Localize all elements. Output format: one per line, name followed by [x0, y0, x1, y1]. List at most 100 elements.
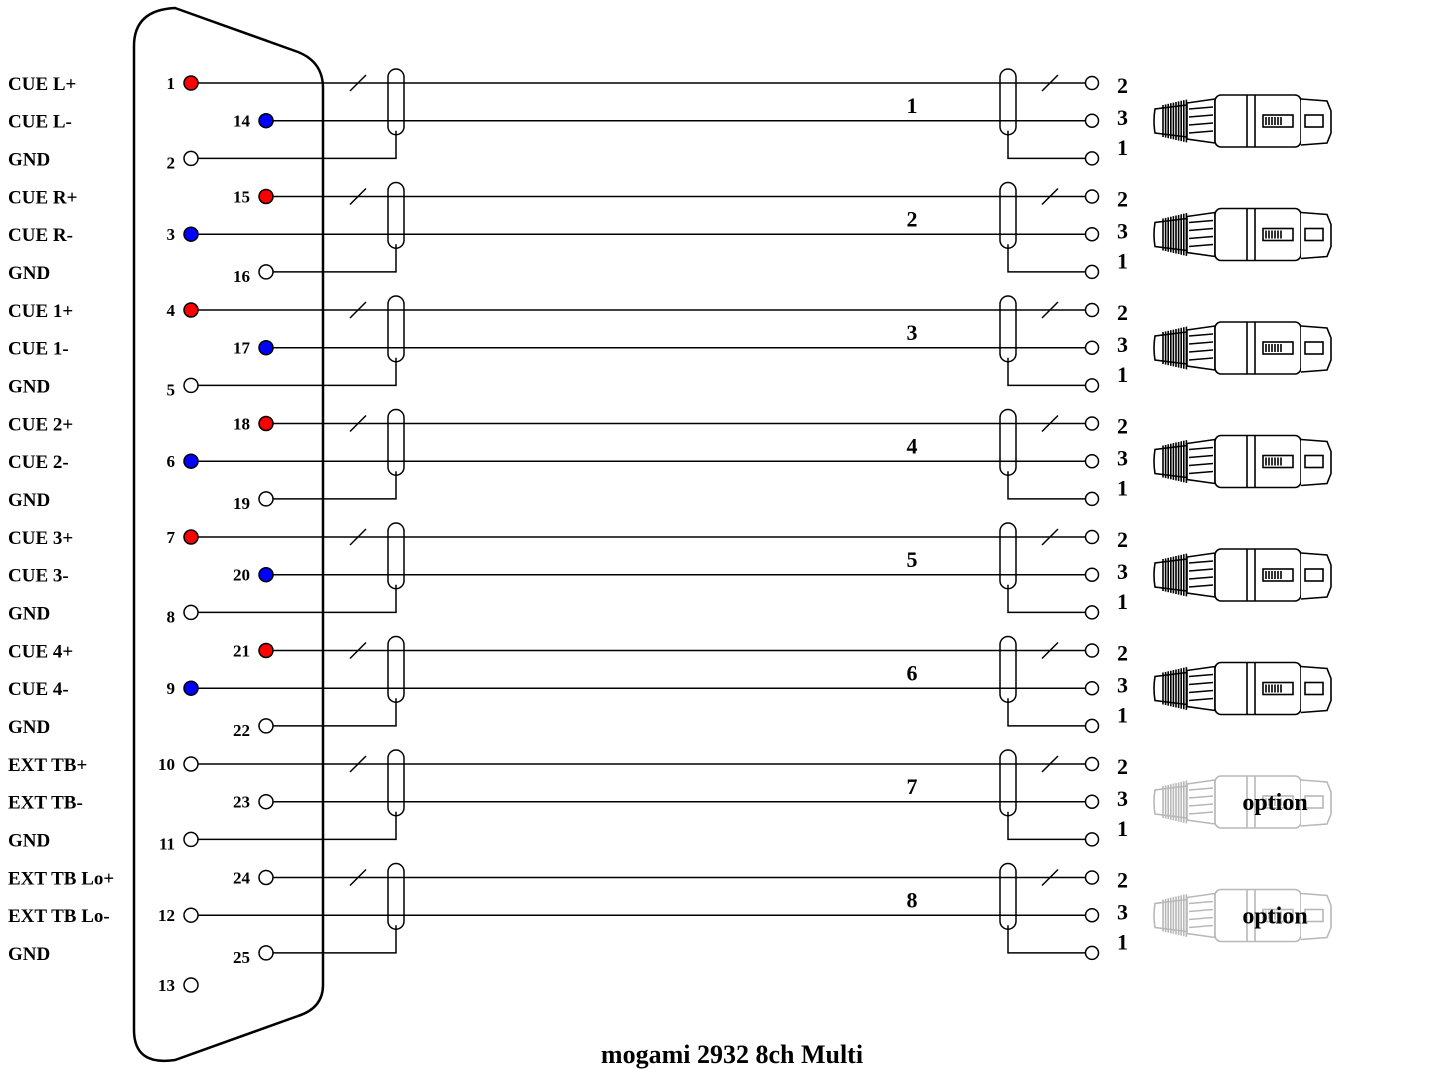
xlr-female-icon — [1153, 661, 1332, 716]
xlr-pin-number: 1 — [1117, 703, 1128, 728]
signal-label: GND — [8, 944, 50, 965]
grip-body — [1186, 211, 1216, 258]
grip-body — [1186, 98, 1216, 144]
signal-label: CUE 3- — [8, 566, 69, 587]
db25-pin-20 — [258, 566, 274, 583]
signal-label: EXT TB+ — [8, 755, 87, 776]
drain-wire — [1007, 925, 1085, 954]
db25-pin-24 — [258, 869, 274, 886]
grip-line — [1188, 130, 1214, 134]
drain-wire — [273, 925, 397, 954]
signal-label: CUE 3+ — [8, 528, 73, 549]
cable-jacket-right — [999, 68, 1017, 136]
xlr-female-icon — [1153, 434, 1332, 489]
polarity-slash — [1041, 641, 1059, 660]
channel-number: 5 — [907, 547, 918, 572]
cable-jacket-right — [999, 749, 1017, 817]
grip-body — [1186, 438, 1216, 485]
cable-jacket-right — [999, 408, 1017, 476]
grip-line — [1188, 122, 1214, 126]
signal-label: GND — [8, 830, 50, 851]
pin-number: 6 — [167, 452, 176, 471]
grip-line — [1188, 924, 1214, 929]
drain-wire — [1007, 471, 1085, 500]
xlr-pin — [1084, 340, 1100, 355]
signal-label: GND — [8, 717, 50, 738]
polarity-slash — [1041, 528, 1059, 546]
cable-jacket-left — [387, 635, 405, 703]
polarity-slash — [349, 301, 367, 319]
xlr-pin — [1084, 416, 1100, 431]
pin-number: 10 — [158, 755, 175, 774]
signal-label: CUE 4- — [8, 679, 69, 700]
grip-line — [1188, 446, 1214, 451]
front-window — [1304, 681, 1324, 696]
xlr-pin-number: 2 — [1117, 187, 1128, 212]
signal-label: CUE L- — [8, 112, 72, 133]
xlr-pin-number: 3 — [1117, 786, 1128, 811]
pin-number: 4 — [167, 301, 176, 320]
signal-label: EXT TB Lo- — [8, 906, 110, 927]
xlr-pin-number: 3 — [1117, 673, 1128, 698]
db25-connector-shell — [132, 6, 325, 1063]
xlr-pin — [1084, 680, 1100, 696]
db25-pin-10 — [183, 756, 199, 772]
grip-line — [1188, 219, 1214, 224]
pin-number: 11 — [159, 834, 175, 853]
cable-jacket-left — [387, 68, 405, 136]
front-window — [1304, 341, 1324, 355]
grip-line — [1188, 673, 1214, 678]
channel-number: 1 — [907, 93, 918, 118]
xlr-pin — [1084, 945, 1100, 961]
drain-wire — [1007, 130, 1085, 160]
xlr-pin — [1084, 756, 1100, 772]
cable-jacket-right — [999, 862, 1017, 930]
xlr-pin — [1084, 907, 1100, 923]
xlr-female-option-icon — [1153, 775, 1332, 829]
polarity-slash — [1041, 414, 1059, 433]
diagram-title: mogami 2932 8ch Multi — [600, 1040, 864, 1069]
xlr-female-option-icon — [1153, 888, 1332, 943]
front-window — [1304, 454, 1324, 469]
cable-jacket-left — [387, 522, 405, 590]
grip-line — [1188, 689, 1214, 694]
xlr-pin-number: 1 — [1117, 362, 1128, 387]
pin-number: 14 — [233, 112, 251, 131]
signal-label: GND — [8, 603, 50, 624]
front-window — [1304, 227, 1324, 242]
xlr-pin-number: 3 — [1117, 105, 1128, 130]
xlr-female-icon — [1153, 94, 1332, 148]
grip-body — [1186, 892, 1216, 939]
signal-label: CUE 1- — [8, 339, 69, 360]
grip-line — [1188, 568, 1214, 572]
polarity-slash — [1041, 74, 1059, 92]
polarity-slash — [349, 74, 367, 92]
pin-number: 16 — [233, 267, 250, 286]
db25-pin-2 — [183, 150, 199, 167]
xlr-pin-number: 3 — [1117, 332, 1128, 357]
cable-jacket-left — [387, 295, 405, 363]
db25-pin-7 — [183, 529, 199, 545]
polarity-slash — [349, 187, 367, 206]
signal-label: CUE L+ — [8, 74, 76, 95]
xlr-pin — [1084, 832, 1100, 847]
xlr-pin-number: 3 — [1117, 446, 1128, 471]
drain-wire — [198, 811, 397, 841]
pin-number: 9 — [167, 679, 176, 698]
cable-jacket-left — [387, 408, 405, 476]
channel-number: 8 — [907, 888, 918, 913]
db25-pin-1 — [183, 75, 199, 91]
grip-line — [1188, 243, 1214, 248]
drain-wire — [198, 357, 397, 387]
grip-line — [1188, 908, 1214, 913]
grip-line — [1188, 462, 1214, 467]
channel-number: 4 — [907, 434, 918, 459]
pin-number: 23 — [233, 793, 250, 812]
db25-pin-3 — [183, 226, 199, 242]
xlr-pin — [1084, 491, 1100, 507]
